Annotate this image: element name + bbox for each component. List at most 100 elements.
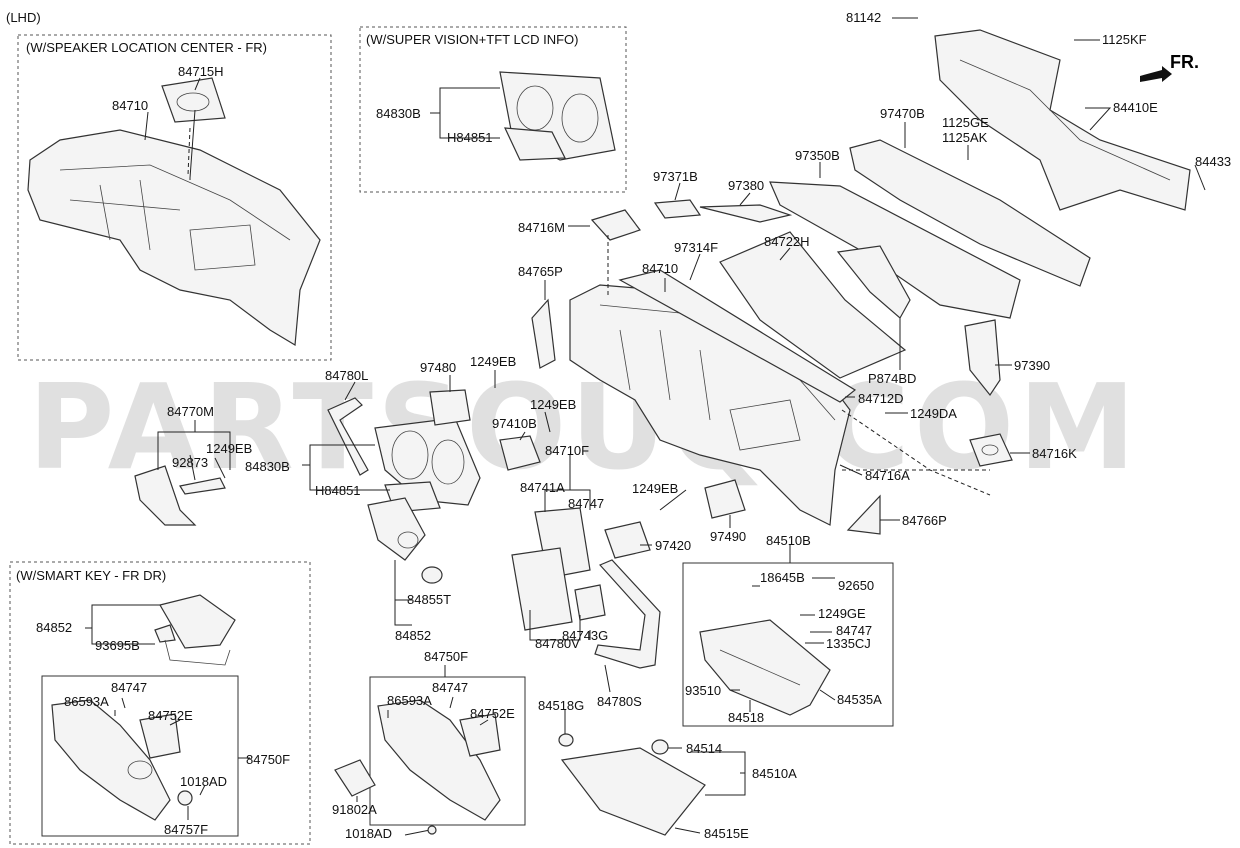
dashed-reference-lines bbox=[187, 127, 991, 496]
part-label-84510a[interactable]: 84510A bbox=[752, 766, 797, 781]
part-label-84710[interactable]: 84710 bbox=[642, 261, 678, 276]
part-label-84852[interactable]: 84852 bbox=[36, 620, 72, 635]
part-label-97371b[interactable]: 97371B bbox=[653, 169, 698, 184]
part-label-93510[interactable]: 93510 bbox=[685, 683, 721, 698]
part-label-1018ad[interactable]: 1018AD bbox=[345, 826, 392, 841]
watermark: PARTSOUQ.COM bbox=[28, 358, 1140, 496]
part-label-84710[interactable]: 84710 bbox=[112, 98, 148, 113]
part-label-1125kf[interactable]: 1125KF bbox=[1102, 32, 1147, 47]
part-label-84710f[interactable]: 84710F bbox=[545, 443, 589, 458]
cluster-trim-84780L-illustration bbox=[327, 397, 369, 476]
part-label-1249eb[interactable]: 1249EB bbox=[206, 441, 252, 456]
part-label-84747[interactable]: 84747 bbox=[836, 623, 872, 638]
part-label-84766p[interactable]: 84766P bbox=[902, 513, 947, 528]
part-label-84741a[interactable]: 84741A bbox=[520, 480, 565, 495]
steering-column-shroud-illustration bbox=[367, 497, 426, 561]
part-label-1125ak[interactable]: 1125AK bbox=[942, 130, 988, 145]
glovebox-subassembly-illustration bbox=[699, 619, 831, 716]
side-duct-illustration bbox=[849, 139, 1091, 287]
part-label-84515e[interactable]: 84515E bbox=[704, 826, 749, 841]
part-label-81142[interactable]: 81142 bbox=[846, 10, 881, 25]
air-vent-97490-illustration bbox=[704, 479, 746, 519]
leader-lines bbox=[85, 17, 1206, 834]
speaker-grille-84716K-illustration bbox=[969, 433, 1013, 467]
part-label-1249eb[interactable]: 1249EB bbox=[530, 397, 576, 412]
part-label-84780s[interactable]: 84780S bbox=[597, 694, 642, 709]
part-label-97420[interactable]: 97420 bbox=[655, 538, 691, 553]
part-label-18645b[interactable]: 18645B bbox=[760, 570, 805, 585]
cover-91802A-illustration bbox=[334, 759, 376, 797]
smart-key-box-title: (W/SMART KEY - FR DR) bbox=[16, 568, 166, 583]
steering-shroud-smart-key-illustration bbox=[159, 594, 236, 649]
part-label-84855t[interactable]: 84855T bbox=[407, 592, 451, 607]
center-trim-84780S-illustration bbox=[594, 559, 661, 669]
part-label-97490[interactable]: 97490 bbox=[710, 529, 746, 544]
part-label-92650[interactable]: 92650 bbox=[838, 578, 874, 593]
part-label-84757f[interactable]: 84757F bbox=[164, 822, 208, 837]
part-label-84715h[interactable]: 84715H bbox=[178, 64, 224, 79]
part-label-p874bd[interactable]: P874BD bbox=[868, 371, 916, 386]
part-label-84752e[interactable]: 84752E bbox=[470, 706, 515, 721]
part-label-84852[interactable]: 84852 bbox=[395, 628, 431, 643]
part-label-84750f[interactable]: 84750F bbox=[246, 752, 290, 767]
part-label-92873[interactable]: 92873 bbox=[172, 455, 208, 470]
air-vent-97480-illustration bbox=[429, 389, 471, 426]
part-label-97350b[interactable]: 97350B bbox=[795, 148, 840, 163]
part-label-84410e[interactable]: 84410E bbox=[1113, 100, 1158, 115]
glovebox-door-84510A-illustration bbox=[560, 747, 706, 836]
part-label-84514[interactable]: 84514 bbox=[686, 741, 722, 756]
stopper-84514-illustration bbox=[651, 739, 669, 755]
part-label-84712d[interactable]: 84712D bbox=[858, 391, 904, 406]
part-label-1125ge[interactable]: 1125GE bbox=[942, 115, 989, 130]
part-label-97480[interactable]: 97480 bbox=[420, 360, 456, 375]
part-label-84830b[interactable]: 84830B bbox=[245, 459, 290, 474]
part-label-1249ge[interactable]: 1249GE bbox=[818, 606, 866, 621]
cluster-hood-super-vision-illustration bbox=[504, 127, 566, 161]
super-vision-box bbox=[359, 26, 627, 193]
part-label-84716a[interactable]: 84716A bbox=[865, 468, 910, 483]
part-label-84433[interactable]: 84433 bbox=[1195, 154, 1231, 169]
part-label-84765p[interactable]: 84765P bbox=[518, 264, 563, 279]
part-label-86593a[interactable]: 86593A bbox=[387, 693, 432, 708]
part-label-93695b[interactable]: 93695B bbox=[95, 638, 140, 653]
part-label-84518g[interactable]: 84518G bbox=[538, 698, 584, 713]
part-label-1335cj[interactable]: 1335CJ bbox=[826, 636, 871, 651]
side-cover-97390-illustration bbox=[964, 319, 1001, 397]
part-label-84747[interactable]: 84747 bbox=[568, 496, 604, 511]
part-label-84770m[interactable]: 84770M bbox=[167, 404, 214, 419]
part-label-84722h[interactable]: 84722H bbox=[764, 234, 810, 249]
part-label-84716k[interactable]: 84716K bbox=[1032, 446, 1077, 461]
part-label-97390[interactable]: 97390 bbox=[1014, 358, 1050, 373]
air-vent-97420-illustration bbox=[604, 521, 651, 559]
part-label-97314f[interactable]: 97314F bbox=[674, 240, 718, 255]
part-label-97410b[interactable]: 97410B bbox=[492, 416, 537, 431]
speaker-grille-84716M-illustration bbox=[590, 209, 641, 241]
part-label-84510b[interactable]: 84510B bbox=[766, 533, 811, 548]
part-label-1249eb[interactable]: 1249EB bbox=[632, 481, 678, 496]
part-label-97380[interactable]: 97380 bbox=[728, 178, 764, 193]
part-label-91802a[interactable]: 91802A bbox=[332, 802, 377, 817]
part-label-84716m[interactable]: 84716M bbox=[518, 220, 565, 235]
part-label-84743g[interactable]: 84743G bbox=[562, 628, 608, 643]
part-label-1249da[interactable]: 1249DA bbox=[910, 406, 957, 421]
part-label-84747[interactable]: 84747 bbox=[432, 680, 468, 695]
part-label-84747[interactable]: 84747 bbox=[111, 680, 147, 695]
part-label-84752e[interactable]: 84752E bbox=[148, 708, 193, 723]
front-arrow-icon bbox=[1140, 66, 1172, 82]
part-label-84780v[interactable]: 84780V bbox=[535, 636, 580, 651]
part-label-1249eb[interactable]: 1249EB bbox=[470, 354, 516, 369]
part-label-97470b[interactable]: 97470B bbox=[880, 106, 925, 121]
switch-panel-84743G-illustration bbox=[574, 584, 606, 621]
part-label-84518[interactable]: 84518 bbox=[728, 710, 764, 725]
part-label-84830b[interactable]: 84830B bbox=[376, 106, 421, 121]
small-grille-97371B-illustration bbox=[653, 199, 702, 219]
side-trim-84766P-illustration bbox=[846, 494, 881, 535]
part-label-1018ad[interactable]: 1018AD bbox=[180, 774, 227, 789]
air-vent-97410B-illustration bbox=[499, 435, 541, 471]
part-label-86593a[interactable]: 86593A bbox=[64, 694, 109, 709]
bracket-84752E-illustration bbox=[459, 713, 501, 757]
part-label-84780l[interactable]: 84780L bbox=[325, 368, 368, 383]
part-label-84750f[interactable]: 84750F bbox=[424, 649, 468, 664]
part-label-84535a[interactable]: 84535A bbox=[837, 692, 882, 707]
